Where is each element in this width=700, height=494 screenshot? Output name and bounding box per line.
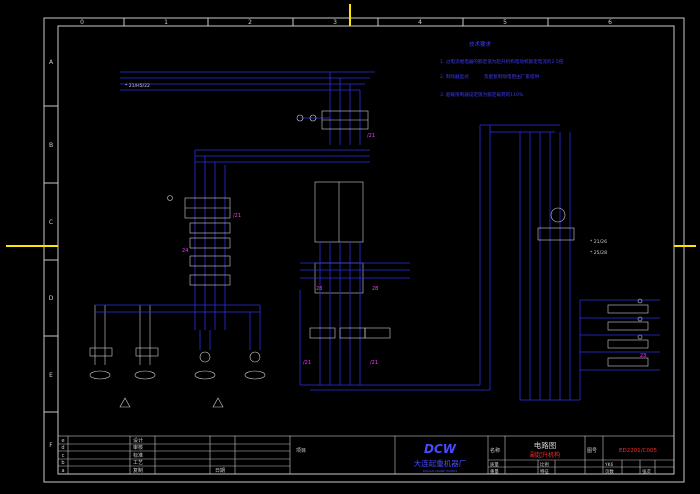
bottom-cell: 质量 <box>490 461 499 468</box>
column-label: 1 <box>164 19 168 26</box>
revision-letter: a <box>61 468 64 474</box>
row-label: F <box>49 442 53 449</box>
role-label: 审核 <box>133 444 143 451</box>
top-left-reference: * 21/H5/22 <box>125 83 150 89</box>
magenta-ref: /21 <box>233 213 241 219</box>
main-breaker <box>296 110 369 130</box>
role-label: 工艺 <box>133 460 143 466</box>
row-label: D <box>49 295 54 302</box>
right-reference: * 21/26 <box>590 239 607 245</box>
name-label: 名称 <box>490 447 500 454</box>
title-block <box>57 435 675 475</box>
column-label: 4 <box>418 19 422 26</box>
row-label: A <box>49 59 54 66</box>
company-logo: DCW 大连起重机器厂 DALIAN CRANE WORKS <box>414 442 467 473</box>
centering-markers <box>6 4 696 247</box>
role-label: 复制 <box>133 467 143 474</box>
right-bus <box>519 132 660 401</box>
title-fields: 名称 电路图 副起升机构 图号 ED2201/C005 质量 比例 YK6 重量… <box>490 440 657 475</box>
left-motor-wires <box>95 304 261 350</box>
role-labels: 设计 审核 标准 工艺 复制 日期 项目 <box>133 437 306 474</box>
row-label: C <box>49 219 53 226</box>
magenta-ref: 28 <box>372 286 378 292</box>
project-label: 项目 <box>296 448 306 454</box>
row-labels: A B C D E F <box>49 59 54 449</box>
column-label: 5 <box>503 19 507 26</box>
revision-letter: c <box>62 453 65 459</box>
number-label: 图号 <box>587 448 597 454</box>
magenta-ref: 23 <box>640 353 646 359</box>
bottom-cell: 重量 <box>490 468 499 475</box>
note-item: 2. 制动器型式 及配套制动电阻由厂家提供 <box>440 73 540 80</box>
bottom-cell: 比例 <box>540 461 549 468</box>
magenta-ref: 28 <box>316 286 322 292</box>
approve-label: 日期 <box>215 468 225 474</box>
magenta-ref: 24 <box>182 248 188 254</box>
revision-letters: e d c b a <box>61 438 64 474</box>
drawing-title: 电路图 <box>534 440 557 450</box>
row-label: E <box>49 372 53 379</box>
resistor-block <box>314 181 364 294</box>
role-label: 设计 <box>133 437 143 444</box>
magenta-ref: /21 <box>370 360 378 366</box>
column-labels: 0 1 2 3 4 5 6 <box>80 19 612 26</box>
bottom-cell: 特征 <box>540 468 549 475</box>
magenta-ref: /21 <box>303 360 311 366</box>
note-item: 1. 过电流继电器的额定值为起升机构电动机额定电流的2.5倍 <box>440 58 564 65</box>
column-label: 2 <box>248 19 252 26</box>
revision-letter: e <box>61 438 64 444</box>
drawing-subtitle: 副起升机构 <box>530 451 560 459</box>
logo-mark: DCW <box>424 442 457 456</box>
revision-letter: b <box>61 460 64 466</box>
power-bus <box>120 71 375 330</box>
magenta-ref: /21 <box>367 133 375 139</box>
row-label: B <box>49 142 53 149</box>
company-name-en: DALIAN CRANE WORKS <box>423 469 458 473</box>
center-wires <box>299 124 560 391</box>
company-name: 大连起重机器厂 <box>414 458 467 468</box>
technical-notes: 技术要求 1. 过电流继电器的额定值为起升机构电动机额定电流的2.5倍 2. 制… <box>440 40 564 98</box>
notes-title: 技术要求 <box>469 40 492 48</box>
bottom-cell: 张次 <box>642 468 651 475</box>
column-label: 6 <box>608 19 612 26</box>
bottom-cell: YK6 <box>604 462 614 468</box>
role-label: 标准 <box>133 452 143 459</box>
revision-letter: d <box>61 445 64 451</box>
column-label: 0 <box>80 19 84 26</box>
right-motor <box>537 207 649 367</box>
bottom-cell: 页数 <box>605 468 614 475</box>
right-reference: * 25/28 <box>590 250 607 256</box>
note-item: 3. 超载限制器设定值为额定载荷的110% <box>440 91 524 98</box>
lower-relays <box>309 327 391 339</box>
drawing-number: ED2201/C005 <box>619 448 657 454</box>
column-label: 3 <box>333 19 337 26</box>
left-motors <box>89 305 266 408</box>
contactor-left <box>167 195 231 286</box>
